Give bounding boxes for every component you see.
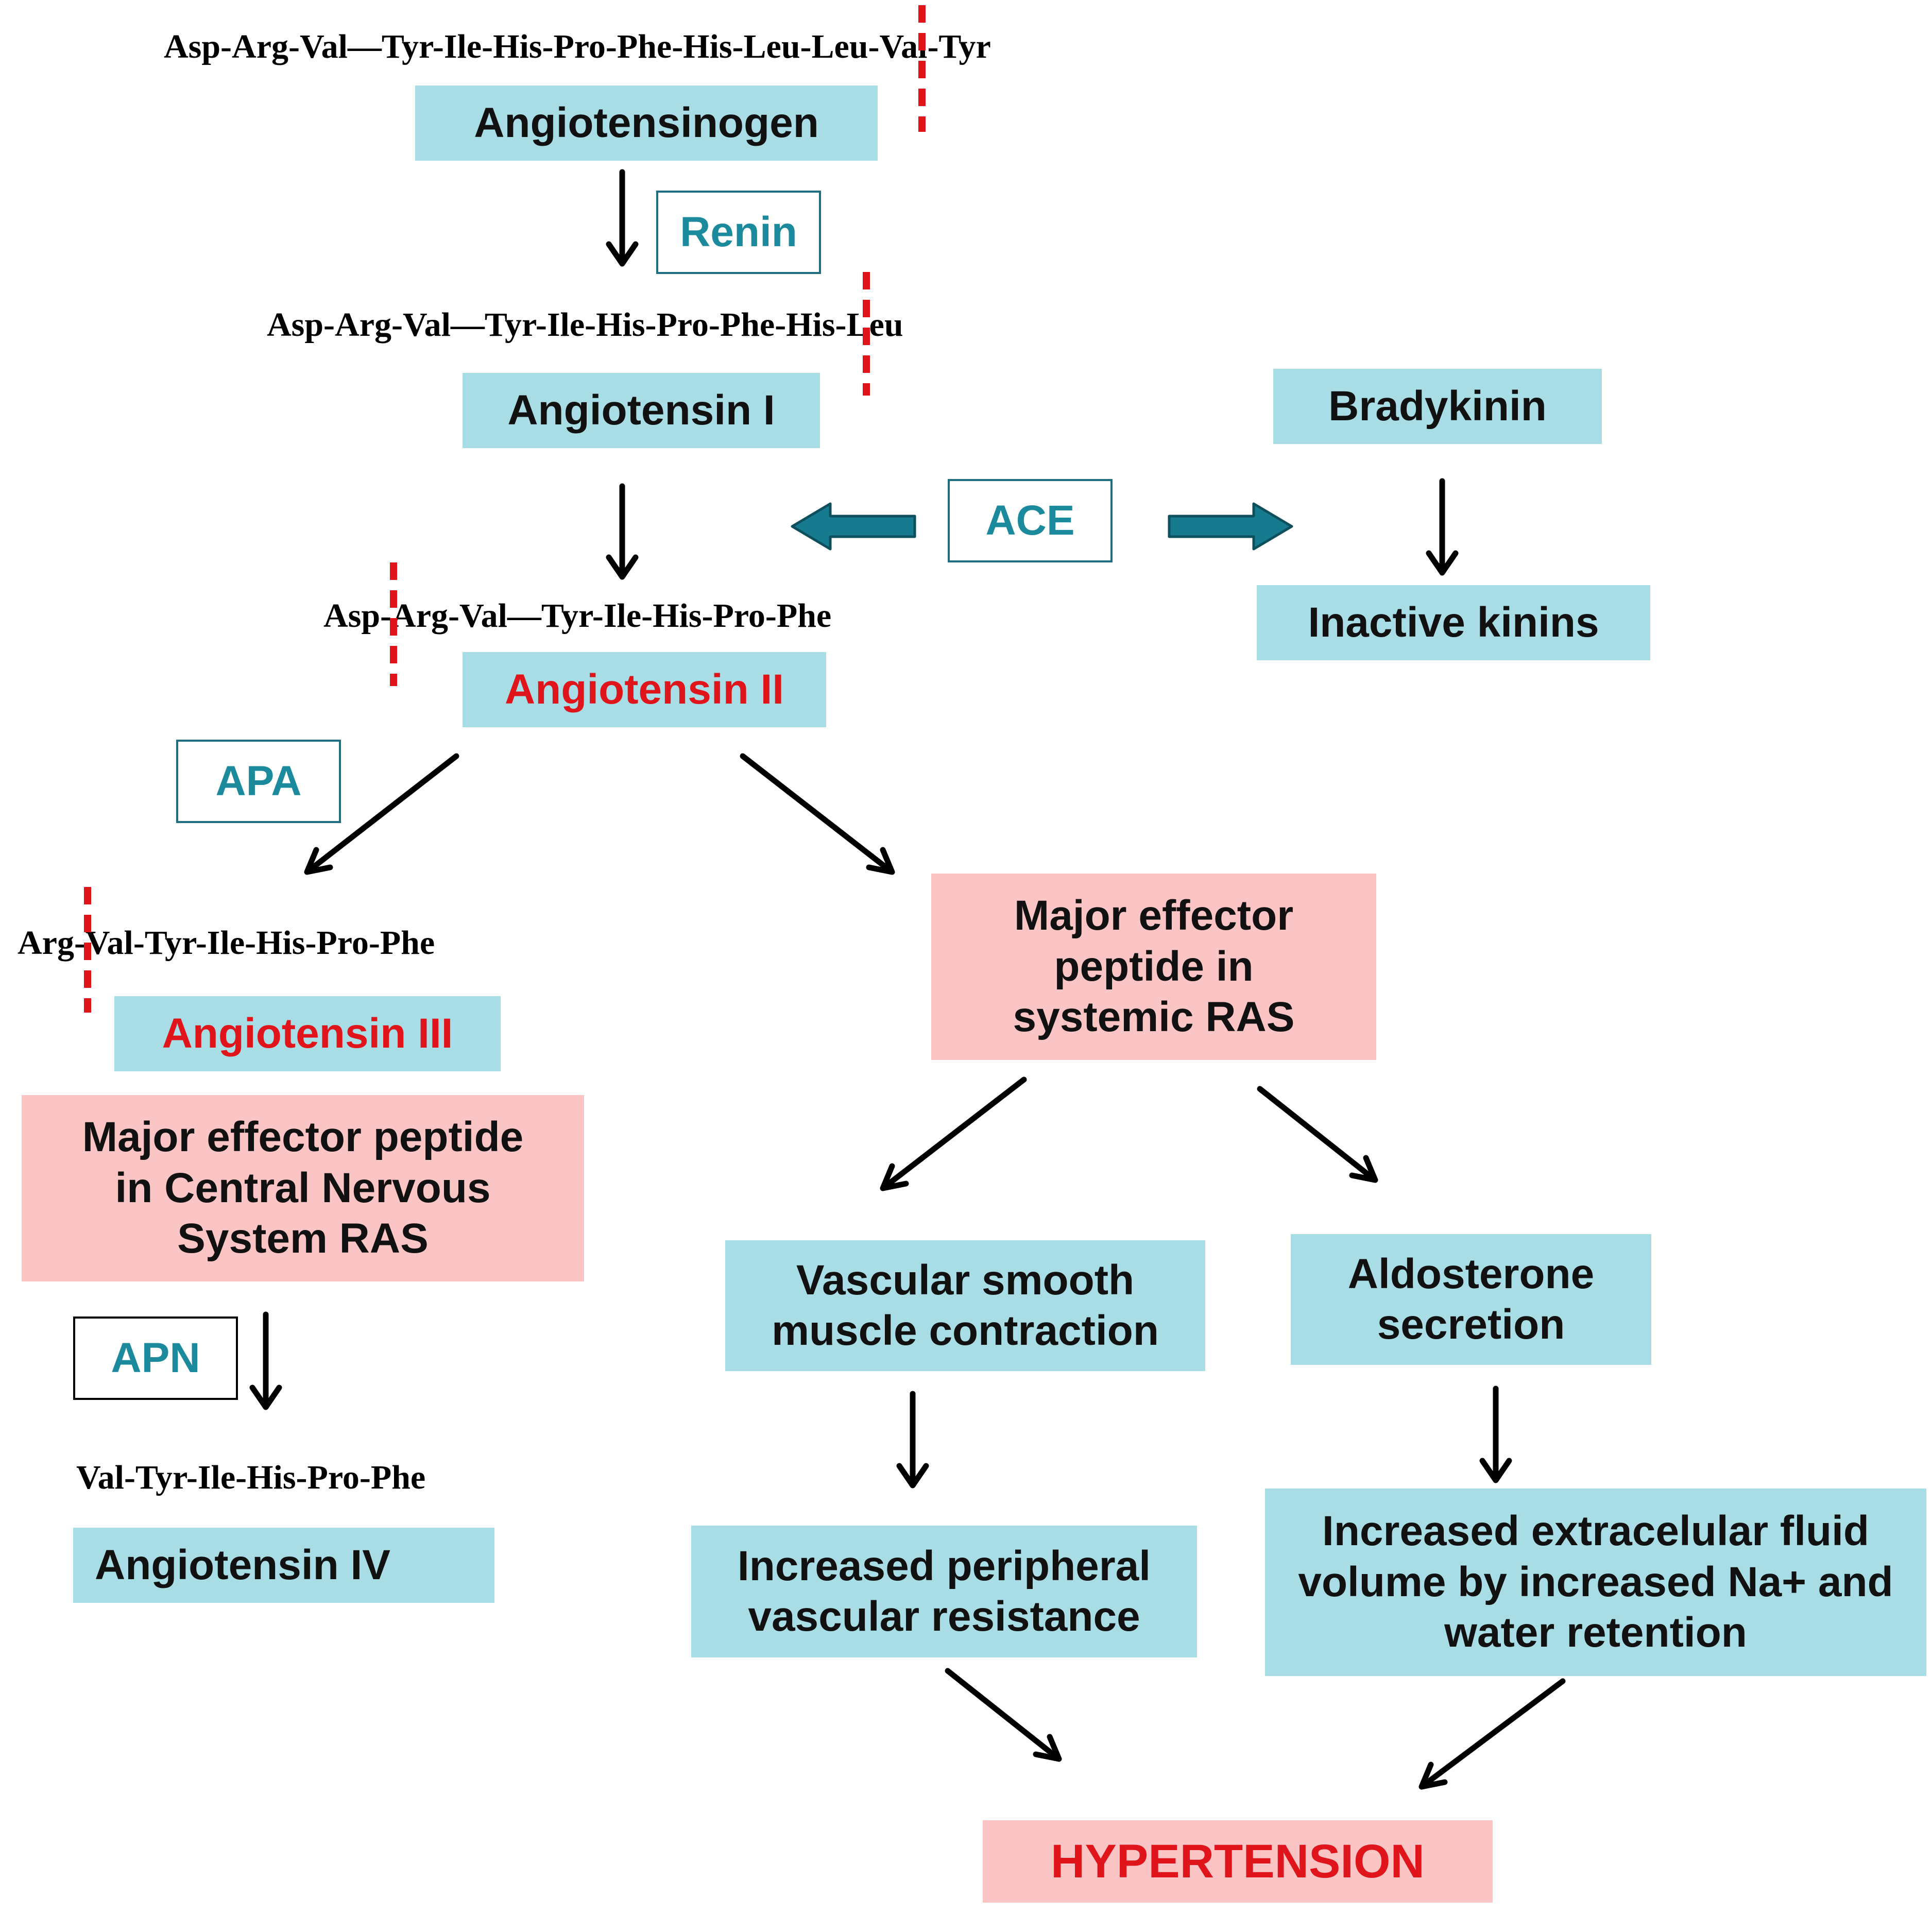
angiotensin-2-box: Angiotensin II	[463, 652, 826, 727]
cleavage-marks	[84, 5, 926, 1013]
arrow-fluid-to-hypertension	[1421, 1678, 1566, 1788]
arrow-apa-cleavage-head	[304, 847, 333, 875]
arrow-to-systemic-head	[866, 847, 895, 875]
aldosterone-box: Aldosterone secretion	[1291, 1234, 1651, 1365]
apn-box: APN	[73, 1316, 238, 1400]
angiotensin-2-sequence: Asp-Arg-Val—Tyr-Ile-His-Pro-Phe	[323, 597, 832, 635]
arrow-to-aldosterone-head	[1349, 1155, 1378, 1183]
arrow-fluid-to-hypertension-head	[1418, 1762, 1448, 1790]
hypertension-box: HYPERTENSION	[983, 1820, 1493, 1903]
cns-effector-box: Major effector peptide in Central Nervou…	[22, 1095, 584, 1281]
arrow-to-aldosterone	[1257, 1086, 1376, 1182]
peripheral-resistance-box: Increased peripheral vascular resistance	[691, 1526, 1197, 1657]
fluid-volume-box: Increased extracelular fluid volume by i…	[1265, 1489, 1926, 1676]
bradykinin-box: Bradykinin	[1273, 369, 1602, 444]
angiotensin-1-sequence: Asp-Arg-Val—Tyr-Ile-His-Pro-Phe-His-Leu	[267, 306, 903, 344]
angiotensinogen-box: Angiotensinogen	[415, 86, 878, 161]
arrow-bradykinin-head	[1426, 550, 1459, 576]
vascular-contraction-box: Vascular smooth muscle contraction	[725, 1240, 1205, 1371]
angiotensin-1-box: Angiotensin I	[463, 373, 820, 448]
systemic-effector-box: Major effector peptide in systemic RAS	[931, 874, 1376, 1060]
ace-box: ACE	[948, 479, 1113, 562]
arrow-ace-cleavage-head	[606, 554, 639, 580]
arrow-renin-cleavage-head	[606, 241, 639, 267]
flow-arrows	[249, 169, 1566, 1790]
arrow-to-vascular-head	[880, 1163, 909, 1191]
arrow-apa-cleavage	[306, 753, 459, 874]
arrow-to-vascular	[882, 1076, 1027, 1190]
angiotensin-4-box: Angiotensin IV	[73, 1528, 494, 1603]
arrow-apn-cleavage-head	[249, 1384, 282, 1410]
arrow-to-resistance-head	[896, 1463, 929, 1489]
renin-box: Renin	[656, 191, 821, 274]
arrow-to-systemic	[740, 753, 893, 874]
ace-block-arrows	[791, 502, 1293, 551]
ace-right-block-arrow	[1168, 502, 1293, 551]
ace-left-block-arrow	[791, 502, 916, 551]
arrow-resistance-to-hypertension-head	[1033, 1734, 1062, 1762]
inactive-kinins-box: Inactive kinins	[1257, 585, 1650, 660]
angiotensin-4-sequence: Val-Tyr-Ile-His-Pro-Phe	[76, 1459, 426, 1496]
angiotensinogen-sequence: Asp-Arg-Val—Tyr-Ile-His-Pro-Phe-His-Leu-…	[164, 28, 991, 65]
apa-box: APA	[176, 740, 341, 823]
angiotensin-3-box: Angiotensin III	[114, 996, 501, 1071]
arrow-to-fluid-head	[1479, 1458, 1512, 1483]
arrow-resistance-to-hypertension	[945, 1668, 1060, 1760]
